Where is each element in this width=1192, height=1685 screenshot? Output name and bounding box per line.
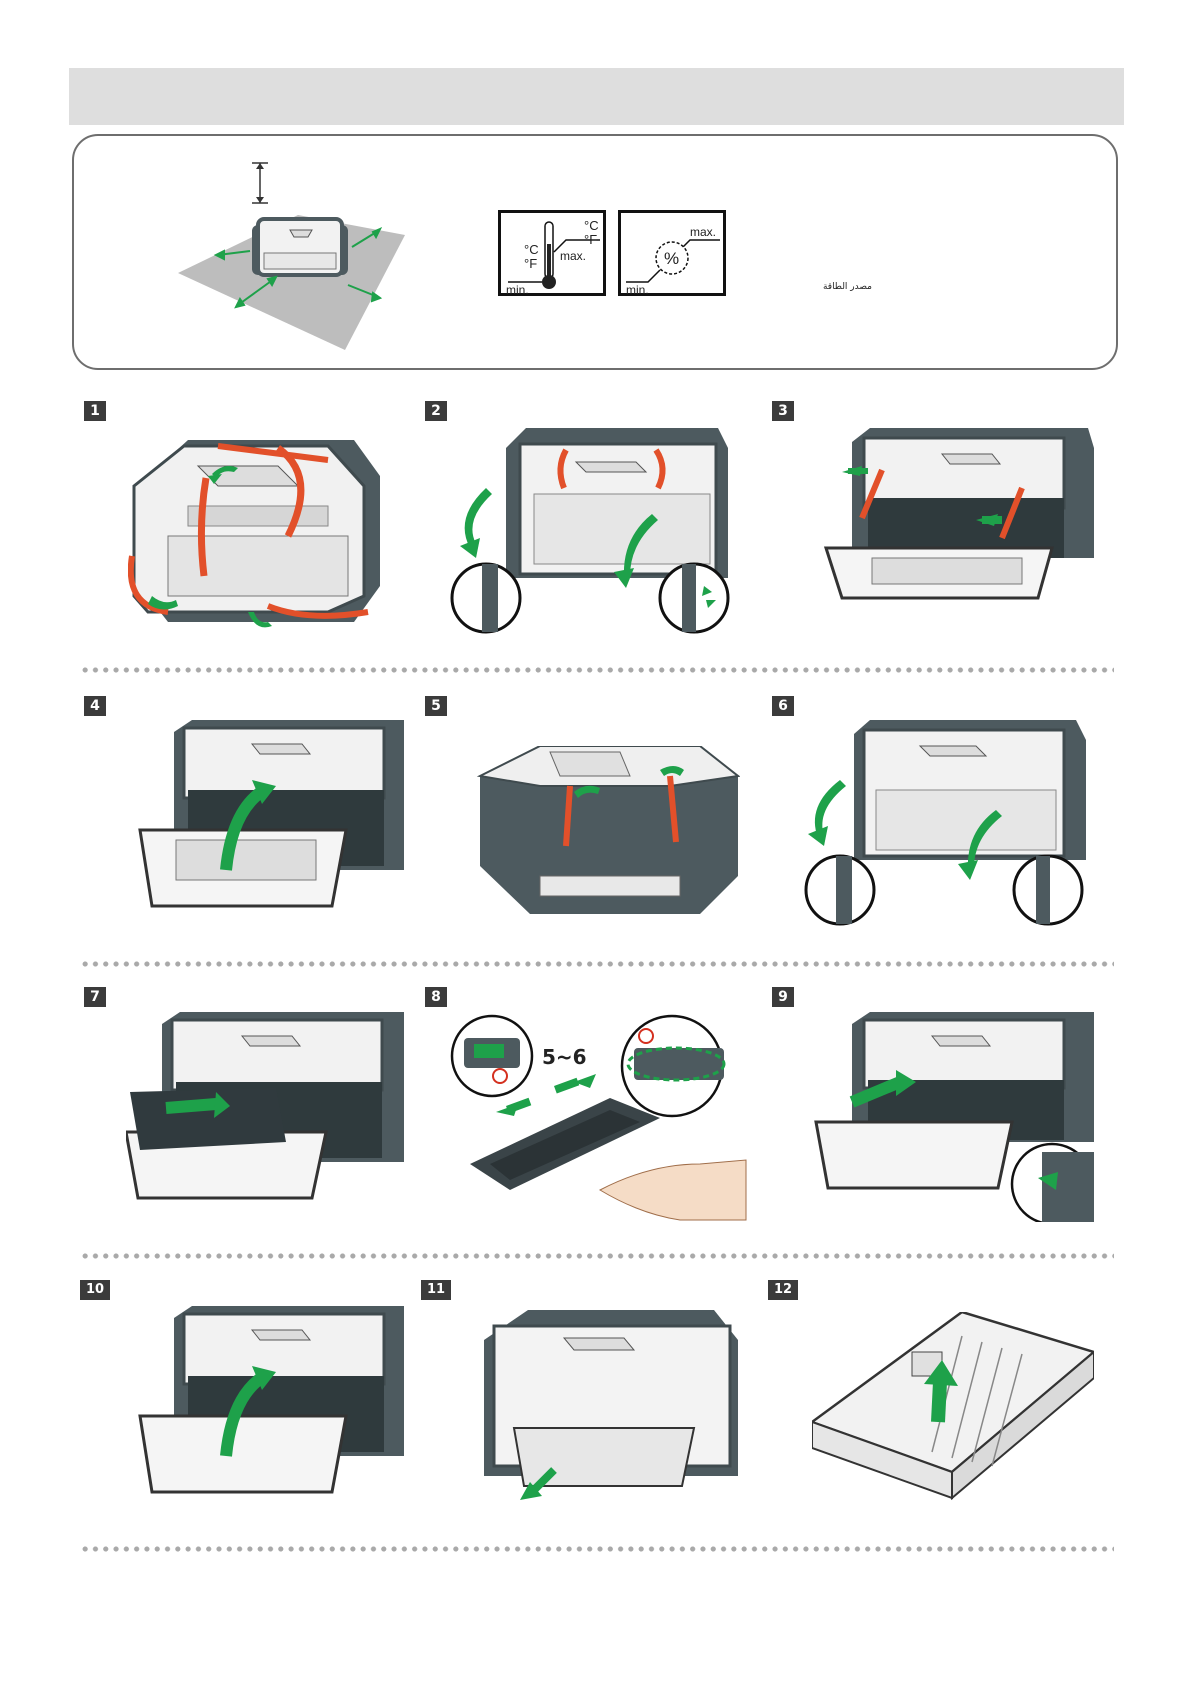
power-source-label: مصدر الطاقة (812, 282, 872, 292)
step-7-illustration (126, 1012, 404, 1208)
step-number: 4 (84, 696, 106, 716)
step-number: 7 (84, 987, 106, 1007)
svg-text:max.: max. (690, 225, 716, 239)
svg-text:°C: °C (524, 242, 539, 257)
svg-text:min.: min. (506, 283, 529, 296)
step-9-illustration (812, 1012, 1094, 1222)
svg-text:°F: °F (584, 232, 597, 247)
arrow-icon (166, 1104, 216, 1108)
step-6-illustration (800, 720, 1090, 930)
shake-count: 5~6 (542, 1045, 587, 1069)
step-3-illustration (812, 428, 1094, 628)
svg-text:min.: min. (626, 283, 649, 296)
divider (80, 961, 1114, 967)
step-12-illustration (812, 1312, 1094, 1502)
step-4-illustration (136, 720, 404, 916)
step-number: 10 (80, 1280, 110, 1300)
thermometer-icon: °C °F °C °F max. min. (498, 210, 606, 296)
svg-text:°C: °C (584, 218, 599, 233)
divider (80, 1546, 1114, 1552)
step-1-illustration (128, 436, 392, 636)
step-8-illustration: 5~6 (450, 1014, 750, 1224)
arrow-icon (938, 1382, 940, 1422)
step-2-illustration (446, 428, 736, 638)
step-11-illustration (484, 1310, 738, 1500)
svg-text:°F: °F (524, 256, 537, 271)
step-number: 8 (425, 987, 447, 1007)
svg-text:max.: max. (560, 249, 586, 263)
divider (80, 1253, 1114, 1259)
divider (80, 667, 1114, 673)
humidity-icon: % max. min. (618, 210, 726, 296)
step-number: 2 (425, 401, 447, 421)
step-number: 12 (768, 1280, 798, 1300)
step-number: 1 (84, 401, 106, 421)
svg-text:%: % (664, 249, 679, 268)
step-10-illustration (136, 1306, 404, 1502)
header-bar (69, 68, 1124, 125)
printer-icon (252, 219, 348, 275)
step-number: 11 (421, 1280, 451, 1300)
step-5-illustration (470, 746, 740, 916)
step-number: 3 (772, 401, 794, 421)
step-number: 5 (425, 696, 447, 716)
step-number: 6 (772, 696, 794, 716)
clearance-illustration (178, 155, 418, 350)
step-number: 9 (772, 987, 794, 1007)
